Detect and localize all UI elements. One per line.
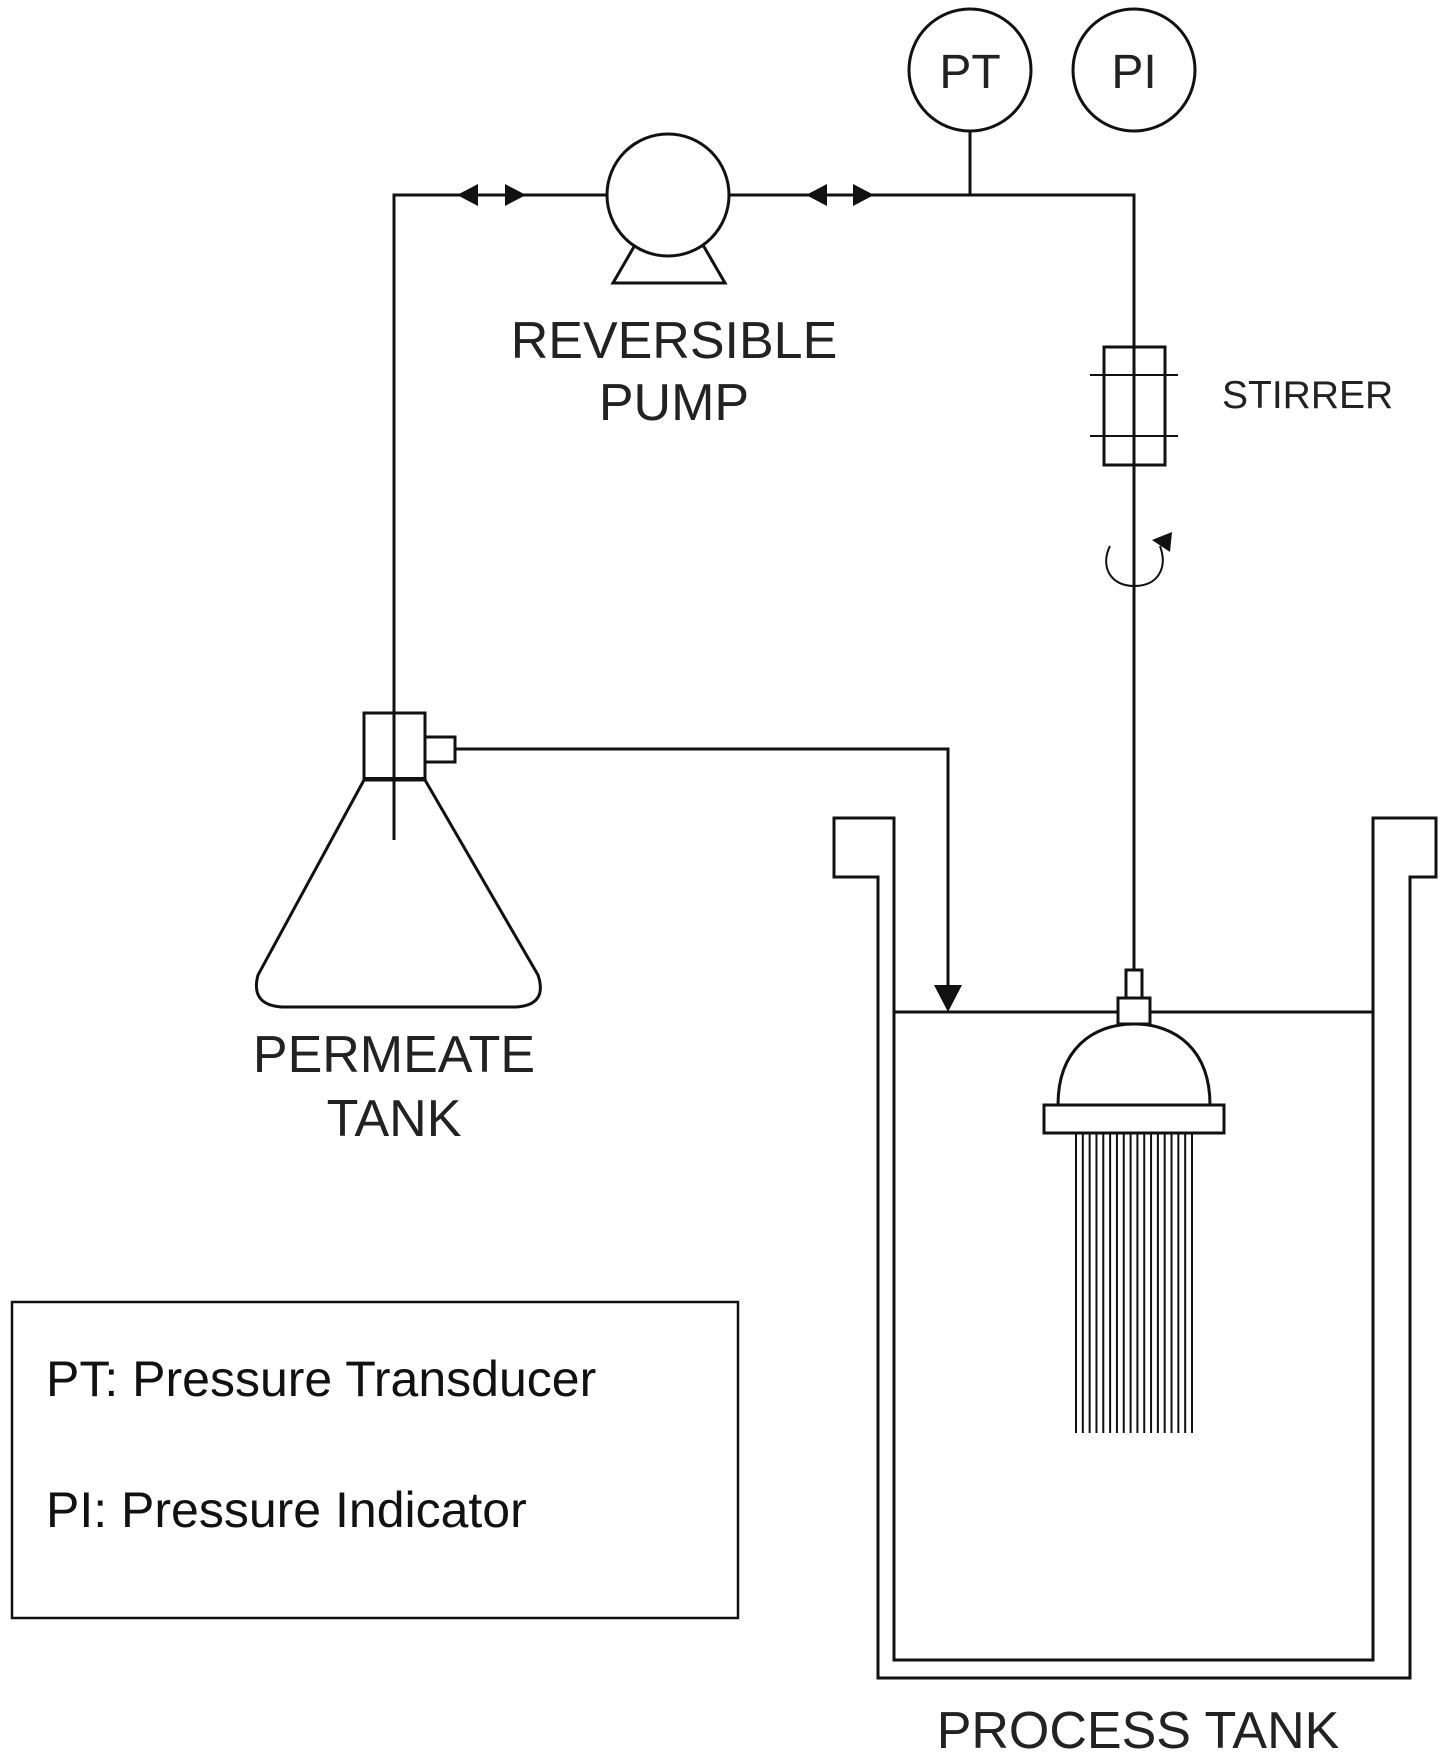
process-tank-label: PROCESS TANK	[937, 1702, 1340, 1760]
left-check-valve	[457, 184, 526, 206]
pump-label-line1: REVERSIBLE	[511, 312, 838, 370]
permeate-pipe	[392, 193, 1136, 1040]
hollow-fibers	[1075, 1133, 1193, 1433]
pt-label: PT	[939, 46, 1000, 99]
legend-item-pt: PT: Pressure Transducer	[46, 1351, 596, 1407]
membrane-module	[1042, 968, 1226, 1433]
permeate-label-line2: TANK	[327, 1090, 462, 1148]
pi-label: PI	[1111, 46, 1156, 99]
return-pipe	[455, 747, 962, 1012]
permeate-label-line1: PERMEATE	[253, 1026, 535, 1084]
permeate-tank	[255, 711, 542, 1009]
legend: PT: Pressure Transducer PI: Pressure Ind…	[10, 1300, 740, 1620]
legend-item-pi: PI: Pressure Indicator	[46, 1482, 527, 1538]
pump-label-line2: PUMP	[599, 374, 749, 432]
stirrer	[1090, 345, 1178, 467]
right-check-valve	[806, 184, 874, 206]
pressure-transducer: PT	[907, 7, 1033, 195]
rotation-arrow-icon	[1105, 532, 1172, 588]
reversible-pump	[605, 132, 731, 285]
pressure-indicator: PI	[1071, 7, 1197, 133]
stirrer-label: STIRRER	[1222, 374, 1393, 417]
